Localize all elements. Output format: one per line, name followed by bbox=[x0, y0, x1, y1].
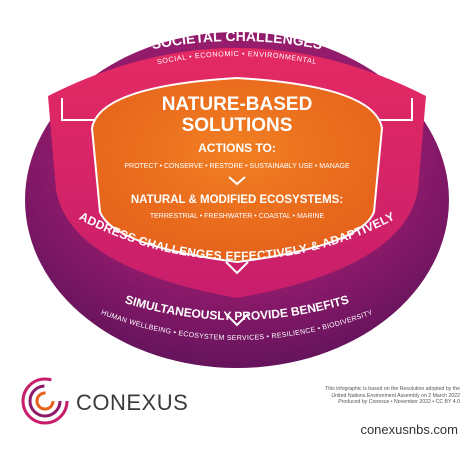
divider-line bbox=[374, 98, 413, 121]
divider-line bbox=[61, 98, 100, 121]
ecosystems-heading: NATURAL & MODIFIED ECOSYSTEMS: bbox=[131, 194, 343, 206]
nbs-title-line1: NATURE-BASED bbox=[162, 94, 313, 115]
chevron-down-icon bbox=[225, 261, 249, 275]
actions-list: PROTECT • CONSERVE • RESTORE • SUSTAINAB… bbox=[124, 163, 350, 170]
website-link[interactable]: conexusnbs.com bbox=[360, 422, 458, 437]
chevron-down-icon bbox=[225, 313, 249, 327]
conexus-logo-icon bbox=[21, 377, 69, 425]
credit-line: This infographic is based on the Resolut… bbox=[325, 386, 460, 392]
ecosystems-list: TERRESTRIAL • FRESHWATER • COASTAL • MAR… bbox=[150, 213, 325, 220]
brand-name: CONEXUS bbox=[76, 390, 189, 415]
nbs-title-line2: SOLUTIONS bbox=[182, 115, 293, 136]
credit-line: Produced by Conexus • November 2022 • CC… bbox=[338, 399, 460, 406]
nbs-core bbox=[90, 76, 384, 264]
chevron-down-icon bbox=[228, 176, 246, 186]
actions-heading: ACTIONS TO: bbox=[198, 141, 276, 155]
credit-text: This infographic is based on the Resolut… bbox=[290, 386, 460, 406]
credit-line: United Nations Environment Assembly on 2… bbox=[331, 392, 460, 399]
